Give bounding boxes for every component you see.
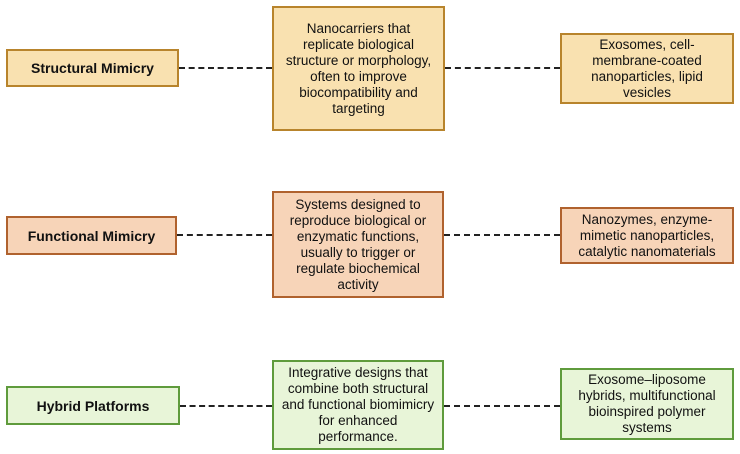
examples-box-hybrid-platforms: Exosome–liposome hybrids, multifunctiona… — [560, 368, 734, 440]
examples-box-functional-mimicry: Nanozymes, enzyme-mimetic nanoparticles,… — [560, 207, 734, 264]
category-label-structural-mimicry: Structural Mimicry — [31, 60, 154, 76]
connector-functional-left — [177, 234, 272, 236]
description-text-structural-mimicry: Nanocarriers that replicate biological s… — [285, 20, 432, 116]
connector-hybrid-right — [444, 405, 560, 407]
connector-structural-left — [179, 67, 272, 69]
category-box-hybrid-platforms: Hybrid Platforms — [6, 386, 180, 425]
description-text-functional-mimicry: Systems designed to reproduce biological… — [289, 196, 427, 292]
examples-text-functional-mimicry: Nanozymes, enzyme-mimetic nanoparticles,… — [578, 211, 716, 259]
description-text-hybrid-platforms: Integrative designs that combine both st… — [281, 365, 435, 444]
description-box-hybrid-platforms: Integrative designs that combine both st… — [272, 360, 444, 450]
connector-functional-right — [444, 234, 560, 236]
examples-text-hybrid-platforms: Exosome–liposome hybrids, multifunctiona… — [578, 372, 716, 435]
description-box-functional-mimicry: Systems designed to reproduce biological… — [272, 191, 444, 298]
connector-hybrid-left — [180, 405, 272, 407]
description-box-structural-mimicry: Nanocarriers that replicate biological s… — [272, 6, 445, 131]
examples-text-structural-mimicry: Exosomes, cell-membrane-coated nanoparti… — [591, 36, 703, 100]
examples-box-structural-mimicry: Exosomes, cell-membrane-coated nanoparti… — [560, 33, 734, 104]
category-label-hybrid-platforms: Hybrid Platforms — [36, 397, 150, 414]
category-box-functional-mimicry: Functional Mimicry — [6, 216, 177, 255]
connector-structural-right — [445, 67, 560, 69]
category-box-structural-mimicry: Structural Mimicry — [6, 49, 179, 87]
category-label-functional-mimicry: Functional Mimicry — [27, 227, 156, 244]
